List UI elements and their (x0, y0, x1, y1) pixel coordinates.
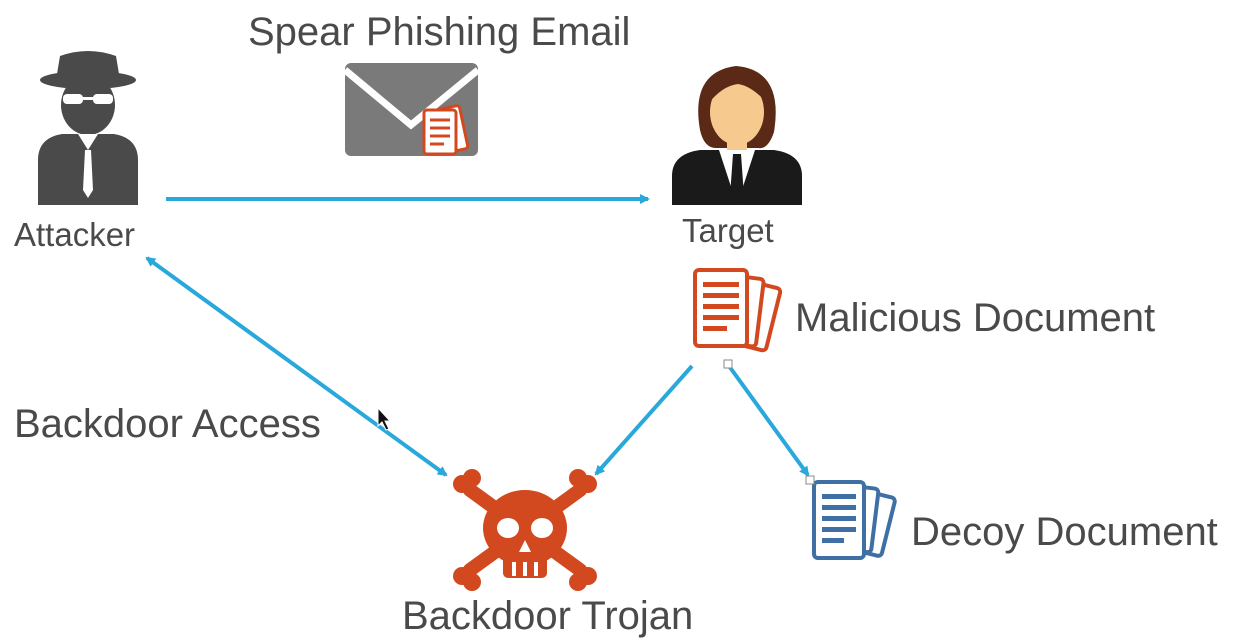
decoy-document-icon (812, 480, 897, 560)
backdoor-access-label: Backdoor Access (14, 402, 321, 446)
arrow-backdoor-access (145, 256, 448, 477)
decoy-document-label: Decoy Document (911, 510, 1218, 554)
backdoor-trojan-label: Backdoor Trojan (402, 594, 694, 638)
selection-handle[interactable] (805, 475, 815, 485)
malicious-document-icon (693, 268, 783, 353)
diagram-title: Spear Phishing Email (248, 10, 631, 54)
skull-crossbones-icon (453, 469, 597, 591)
arrow-document-to-decoy (727, 364, 810, 477)
selection-handle[interactable] (723, 359, 733, 369)
attacker-icon (38, 51, 138, 205)
envelope-icon (342, 63, 481, 156)
attacker-label: Attacker (14, 216, 136, 253)
mouse-cursor-icon (377, 406, 392, 431)
target-person-icon (672, 66, 802, 205)
malicious-document-label: Malicious Document (795, 296, 1156, 340)
target-label: Target (682, 212, 774, 249)
arrow-document-to-trojan (594, 364, 694, 476)
